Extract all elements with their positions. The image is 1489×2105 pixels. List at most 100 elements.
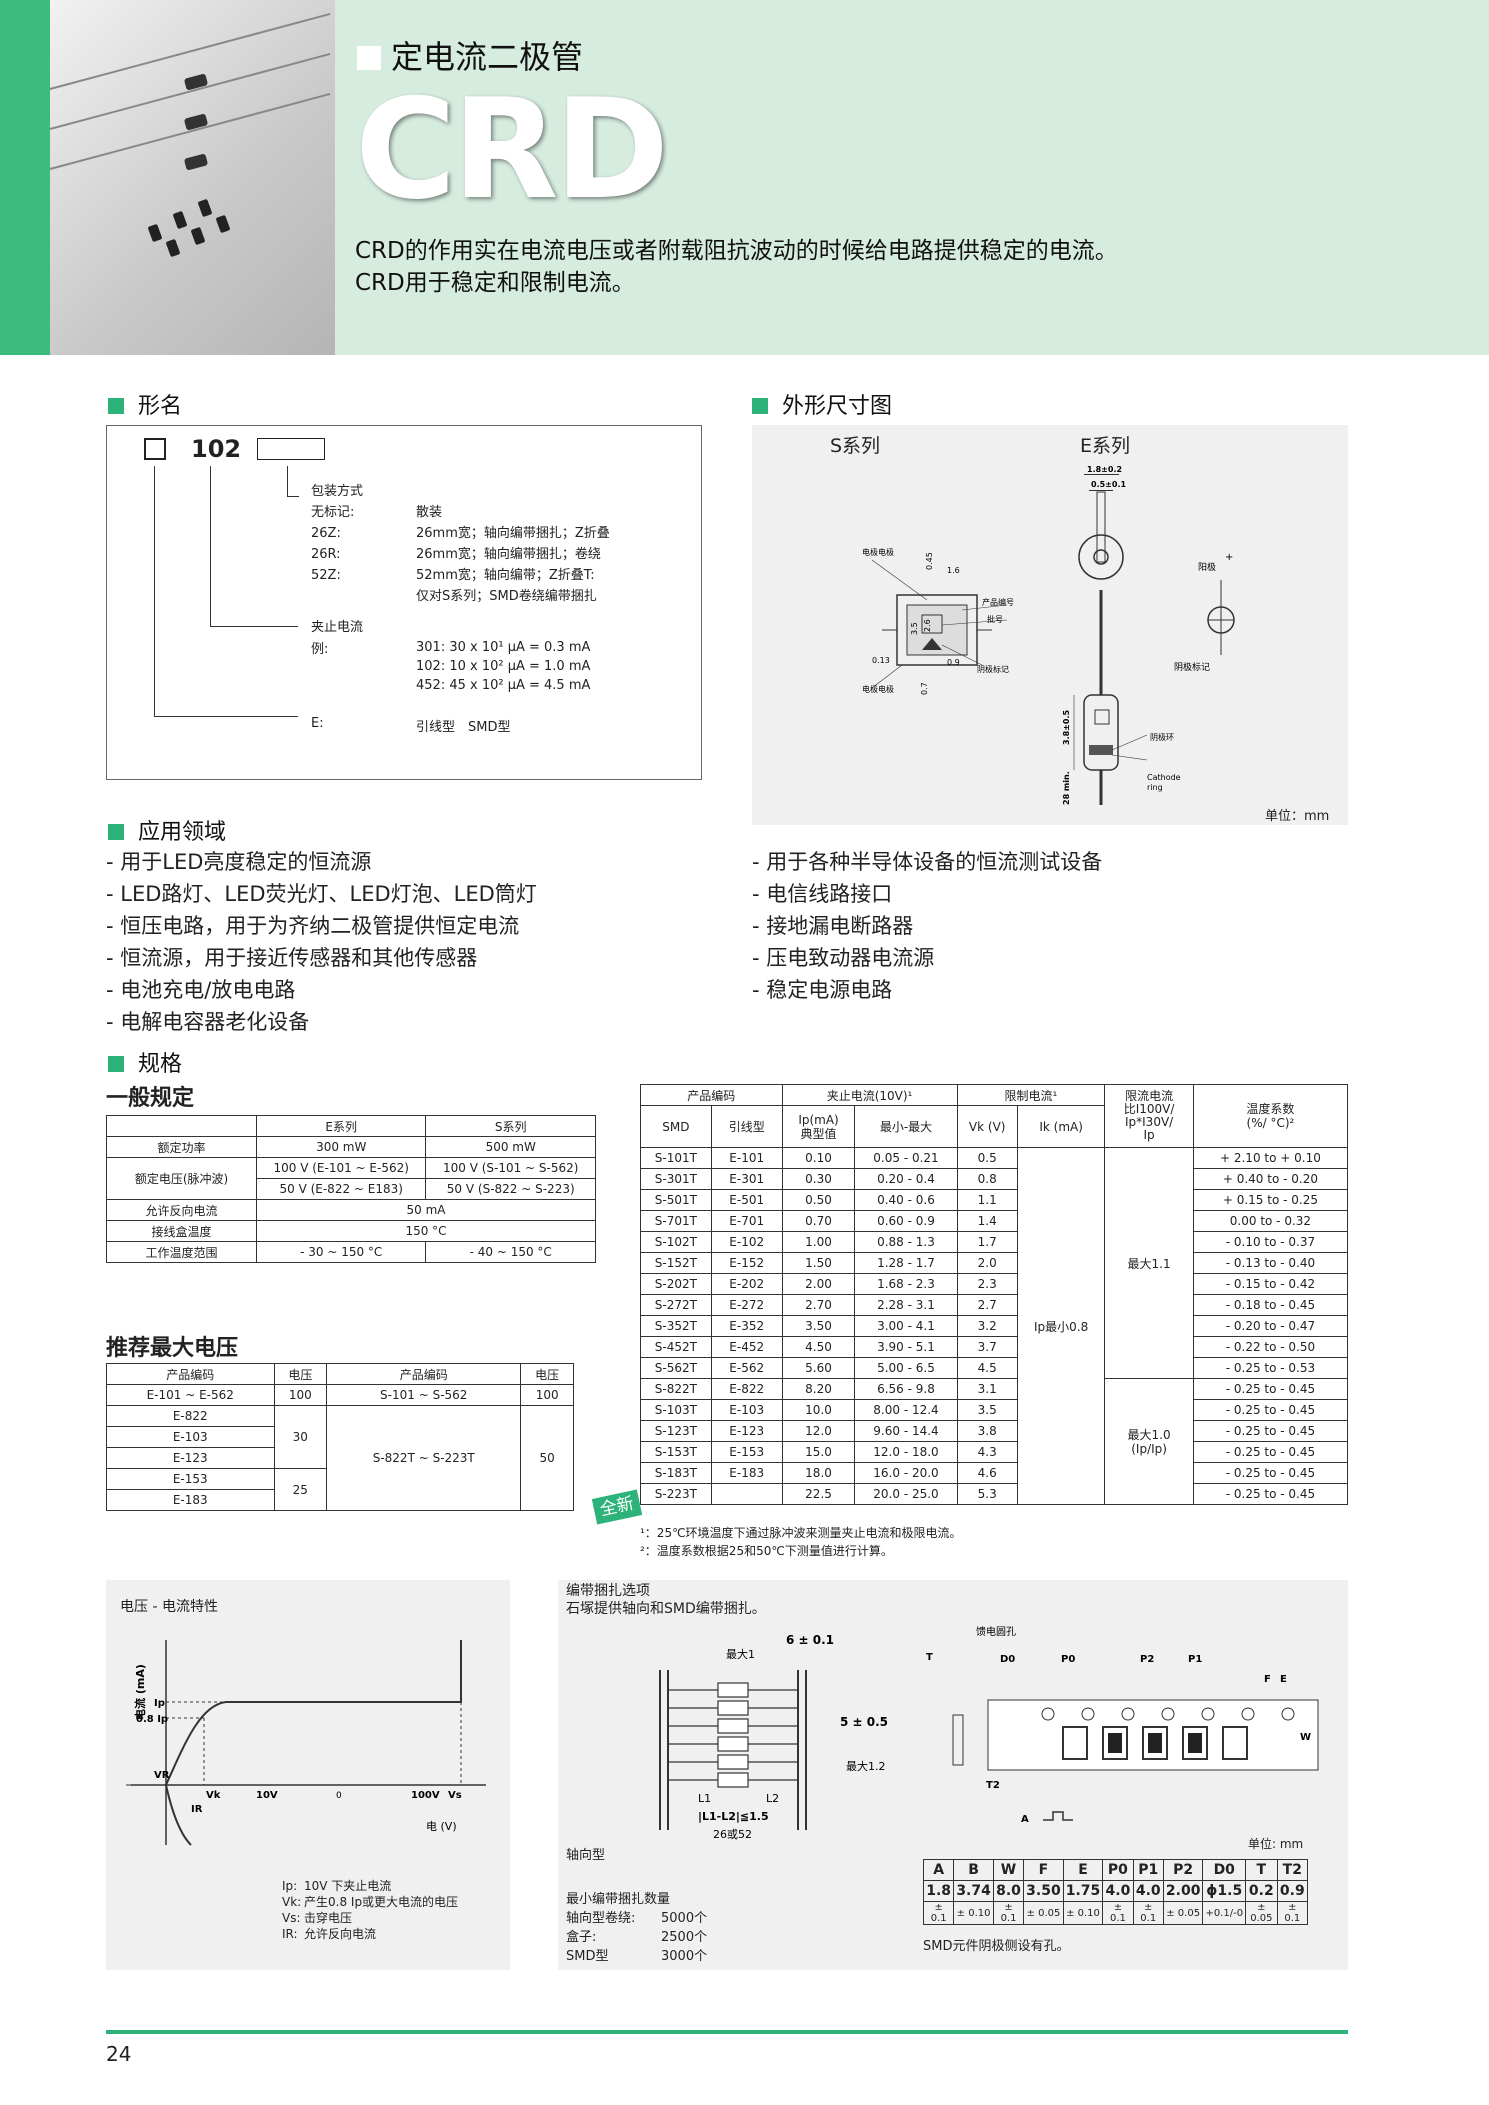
tape-dim-cell: 4.0 <box>1102 1880 1134 1902</box>
svg-text:0.45: 0.45 <box>925 552 934 570</box>
apps-left-list: - 用于LED亮度稳定的恒流源 - LED路灯、LED荧光灯、LED灯泡、LED… <box>106 846 537 1038</box>
svg-text:Ip: Ip <box>154 1698 165 1709</box>
tape-dim-cell: ± 0.10 <box>1062 1901 1104 1925</box>
svg-text:批号: 批号 <box>987 614 1003 624</box>
svg-text:VR: VR <box>154 1770 170 1781</box>
apps-right-list: - 用于各种半导体设备的恒流测试设备 - 电信线路接口 - 接地漏电断路器 - … <box>752 846 1102 1006</box>
tape-dim-cell: ± 0.1 <box>922 1901 955 1925</box>
svg-text:ring: ring <box>1147 783 1163 792</box>
tape-dim-cell: 1.8 <box>922 1880 955 1902</box>
outline-heading: 外形尺寸图 <box>752 388 892 420</box>
tape-options: 编带捆扎选项石塚提供轴向和SMD编带捆扎。 最大1 6 ± 0.1 5 ± 0.… <box>558 1580 1348 1970</box>
svg-text:Vs: Vs <box>448 1790 462 1801</box>
tape-dim-cell: ± 0.1 <box>1102 1901 1134 1925</box>
tape-dim-cell: ± 0.05 <box>1162 1901 1204 1925</box>
svg-text:最大1: 最大1 <box>726 1647 755 1661</box>
svg-text:P2: P2 <box>1140 1654 1154 1665</box>
tape-dim-cell: P0 <box>1102 1859 1134 1881</box>
tape-dim-cell: ± 0.1 <box>1132 1901 1164 1925</box>
svg-text:0.7: 0.7 <box>920 682 929 695</box>
rec-title: 推荐最大电压 <box>106 1336 239 1361</box>
tape-dim-cell: E <box>1062 1859 1104 1881</box>
model-box: 102 包装方式 无标记:散装 26Z:26mm宽；轴向编带捆扎；Z折叠 26R… <box>106 425 702 780</box>
header-subtitle: 定电流二极管 <box>357 32 583 78</box>
svg-text:馈电圆孔: 馈电圆孔 <box>976 1625 1016 1638</box>
page-number: 24 <box>106 2042 132 2066</box>
svg-text:0.9: 0.9 <box>947 658 960 667</box>
tape-dim-cell: ϕ1.5 <box>1202 1880 1247 1902</box>
outline-svg: 电极电极 产品编号 批号 阴极标记 电极电极 1.6 0.45 3.5 2.6 … <box>862 465 1235 805</box>
list-item: - 电解电容器老化设备 <box>106 1010 310 1034</box>
list-item: - LED路灯、LED荧光灯、LED灯泡、LED筒灯 <box>106 882 537 906</box>
svg-text:P0: P0 <box>1061 1654 1075 1665</box>
list-item: - 电池充电/放电电路 <box>106 978 296 1002</box>
svg-text:阴极标记: 阴极标记 <box>977 664 1009 674</box>
svg-text:E: E <box>1280 1674 1287 1685</box>
tape-dim-cell: 2.00 <box>1162 1880 1204 1902</box>
list-item: - 压电致动器电流源 <box>752 946 935 970</box>
svg-text:6 ± 0.1: 6 ± 0.1 <box>786 1633 834 1647</box>
tape-dim-cell: T <box>1245 1859 1278 1881</box>
tape-dim-cell: 3.50 <box>1023 1880 1064 1902</box>
tape-dim-cell: D0 <box>1202 1859 1247 1881</box>
svg-text:产品编号: 产品编号 <box>982 597 1014 607</box>
iv-characteristic: 电压 - 电流特性 电流 (mA) Ip 0.8 Ip VR Vk 10V 0 … <box>106 1580 510 1970</box>
svg-text:1.6: 1.6 <box>947 566 960 575</box>
tape-dim-cell: F <box>1023 1859 1064 1881</box>
tape-dim-cell: T2 <box>1276 1859 1309 1881</box>
outline-drawing: S系列 E系列 电极电极 产品编号 批号 阴极标记 电极电极 1.6 0.45 … <box>752 425 1348 825</box>
svg-text:100V: 100V <box>411 1790 440 1801</box>
tape-dim-cell: B <box>953 1859 994 1881</box>
tape-dim-cell: ± 0.1 <box>1276 1901 1309 1925</box>
svg-text:0.8 Ip: 0.8 Ip <box>136 1714 168 1725</box>
svg-text:2.6: 2.6 <box>923 619 932 632</box>
svg-text:F: F <box>1264 1674 1271 1685</box>
svg-text:0: 0 <box>336 1791 342 1801</box>
tape-dim-cell: ± 0.1 <box>992 1901 1025 1925</box>
tape-dim-cell: 0.2 <box>1245 1880 1278 1902</box>
svg-text:阴极环: 阴极环 <box>1150 732 1174 742</box>
svg-text:28 min.: 28 min. <box>1062 771 1071 805</box>
list-item: - 电信线路接口 <box>752 882 893 906</box>
svg-text:W: W <box>1300 1732 1311 1743</box>
svg-text:+: + <box>1225 552 1233 563</box>
model-heading: 形名 <box>108 388 182 420</box>
svg-text:P1: P1 <box>1188 1654 1202 1665</box>
tape-dim-cell: P2 <box>1162 1859 1204 1881</box>
svg-text:电极电极: 电极电极 <box>862 684 894 694</box>
list-item: - 用于各种半导体设备的恒流测试设备 <box>752 850 1103 874</box>
tape-dim-cell: ± 0.05 <box>1023 1901 1064 1925</box>
side-accent <box>0 0 50 355</box>
list-item: - 恒压电路，用于为齐纳二极管提供恒定电流 <box>106 914 520 938</box>
svg-text:Vk: Vk <box>206 1790 221 1801</box>
svg-text:电流 (mA): 电流 (mA) <box>133 1664 147 1720</box>
list-item: - 接地漏电断路器 <box>752 914 914 938</box>
list-item: - 稳定电源电路 <box>752 978 893 1002</box>
tape-dim-cell: W <box>992 1859 1025 1881</box>
svg-text:1.8±0.2: 1.8±0.2 <box>1087 465 1122 474</box>
apps-heading: 应用领域 <box>108 814 226 846</box>
svg-text:Cathode: Cathode <box>1147 773 1181 782</box>
tape-dim-cell: 0.9 <box>1276 1880 1309 1902</box>
svg-text:阴极标记: 阴极标记 <box>1174 661 1210 673</box>
main-spec-table: 产品编码 夹止电流(10V)¹ 限制电流¹ 限流电流比I100V/Ip*I30V… <box>640 1084 1349 1505</box>
tape-dim-cell: +0.1/-0 <box>1202 1901 1247 1925</box>
general-title: 一般规定 <box>106 1086 195 1111</box>
header-title: CRD <box>355 69 669 230</box>
svg-text:T: T <box>926 1652 933 1663</box>
tape-dim-cell: P1 <box>1132 1859 1164 1881</box>
